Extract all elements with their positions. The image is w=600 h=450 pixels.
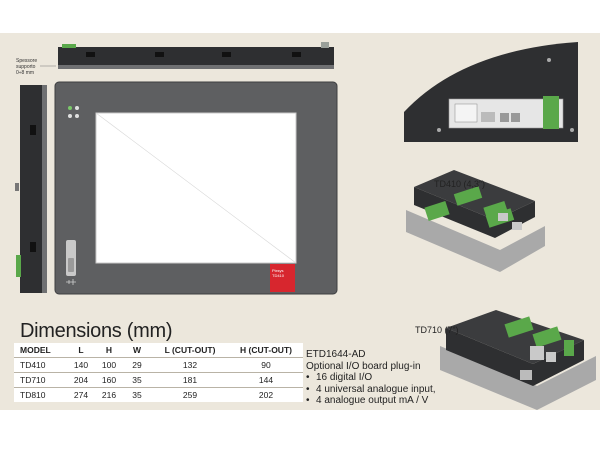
- io-board-description: Optional I/O board plug-in: [306, 360, 421, 372]
- cell-model: TD710: [14, 372, 67, 388]
- header-w: W: [123, 343, 151, 358]
- dimensions-table: MODEL L H W L (CUT-OUT) H (CUT-OUT) TD41…: [14, 343, 303, 402]
- cell-h: 216: [95, 387, 123, 402]
- front-view-drawing: [54, 81, 338, 295]
- thickness-note: Spessore supporto 0÷8 mm: [16, 58, 56, 76]
- header-h: H: [95, 343, 123, 358]
- header-l: L: [67, 343, 95, 358]
- rear-view-drawing: [404, 42, 578, 142]
- cell-l: 274: [67, 387, 95, 402]
- cell-l: 140: [67, 357, 95, 373]
- td710-product-image: [440, 310, 596, 410]
- thickness-note-line: Spessore: [16, 58, 38, 64]
- io-board-features: 16 digital I/O 4 universal analogue inpu…: [306, 372, 436, 407]
- cell-h-cutout: 144: [229, 372, 303, 388]
- cell-w: 35: [123, 372, 151, 388]
- cell-l-cutout: 132: [151, 357, 229, 373]
- td710-label: TD710 (7”): [415, 325, 459, 335]
- table-row: TD810 274 216 35 259 202: [14, 387, 303, 402]
- cell-h: 160: [95, 372, 123, 388]
- feature-item: 4 universal analogue input,: [306, 384, 436, 396]
- table-row: TD710 204 160 35 181 144: [14, 372, 303, 388]
- io-board-code: ETD1644-AD: [306, 349, 366, 360]
- cell-w: 35: [123, 387, 151, 402]
- cell-model: TD410: [14, 357, 67, 373]
- header-model: MODEL: [14, 343, 67, 358]
- thickness-note-line: 0÷8 mm: [16, 70, 35, 76]
- cell-w: 29: [123, 357, 151, 373]
- feature-item: 4 analogue output mA / V: [306, 395, 436, 407]
- table-header-row: MODEL L H W L (CUT-OUT) H (CUT-OUT): [14, 343, 303, 358]
- model-name: TD410: [272, 273, 285, 278]
- thickness-note-line: supporto: [16, 64, 36, 70]
- brand-name: Pixsys: [272, 268, 284, 273]
- dimensions-title: Dimensions (mm): [20, 320, 173, 342]
- header-l-cutout: L (CUT-OUT): [151, 343, 229, 358]
- cell-l-cutout: 181: [151, 372, 229, 388]
- header-h-cutout: H (CUT-OUT): [229, 343, 303, 358]
- front-logo-text: Pixsys TD410: [272, 268, 294, 278]
- cell-l-cutout: 259: [151, 387, 229, 402]
- cell-h-cutout: 90: [229, 357, 303, 373]
- side-view-drawing: [15, 85, 47, 293]
- td410-product-image: [406, 170, 545, 272]
- table-row: TD410 140 100 29 132 90: [14, 357, 303, 373]
- td410-label: TD410 (4,3”): [434, 179, 486, 189]
- cell-l: 204: [67, 372, 95, 388]
- feature-item: 16 digital I/O: [306, 372, 436, 384]
- top-view-drawing: [40, 42, 334, 69]
- cell-h: 100: [95, 357, 123, 373]
- cell-model: TD810: [14, 387, 67, 402]
- cell-h-cutout: 202: [229, 387, 303, 402]
- io-board-info: ETD1644-AD Optional I/O board plug-in 16…: [306, 349, 436, 407]
